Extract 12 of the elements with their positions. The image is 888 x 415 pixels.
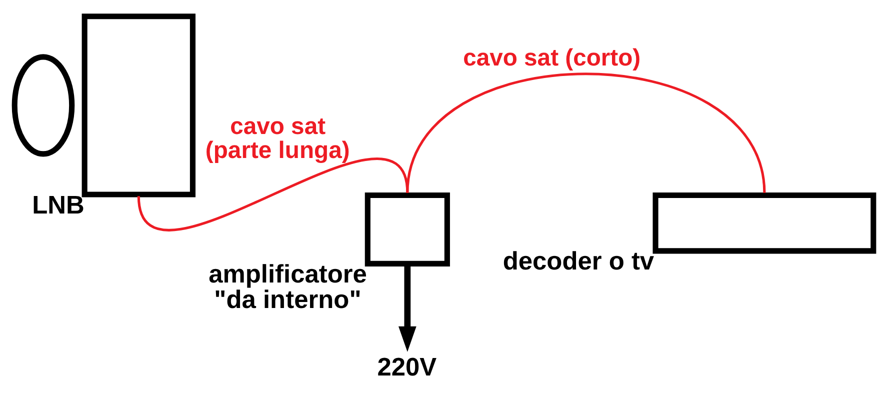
node-text: 220V bbox=[377, 352, 437, 381]
node-label: decoder o tv bbox=[502, 247, 654, 276]
connector bbox=[406, 72, 766, 193]
connector bbox=[137, 158, 409, 230]
node-ellipse bbox=[12, 54, 75, 156]
edge-label: cavo sat (corto) bbox=[463, 44, 641, 72]
node-box bbox=[364, 192, 450, 266]
node-box bbox=[652, 192, 876, 254]
node-label: amplificatore "da interno" bbox=[208, 260, 367, 314]
node-box bbox=[82, 13, 196, 197]
edge-label: cavo sat (parte lunga) bbox=[205, 112, 350, 164]
node-label: LNB bbox=[32, 190, 84, 219]
